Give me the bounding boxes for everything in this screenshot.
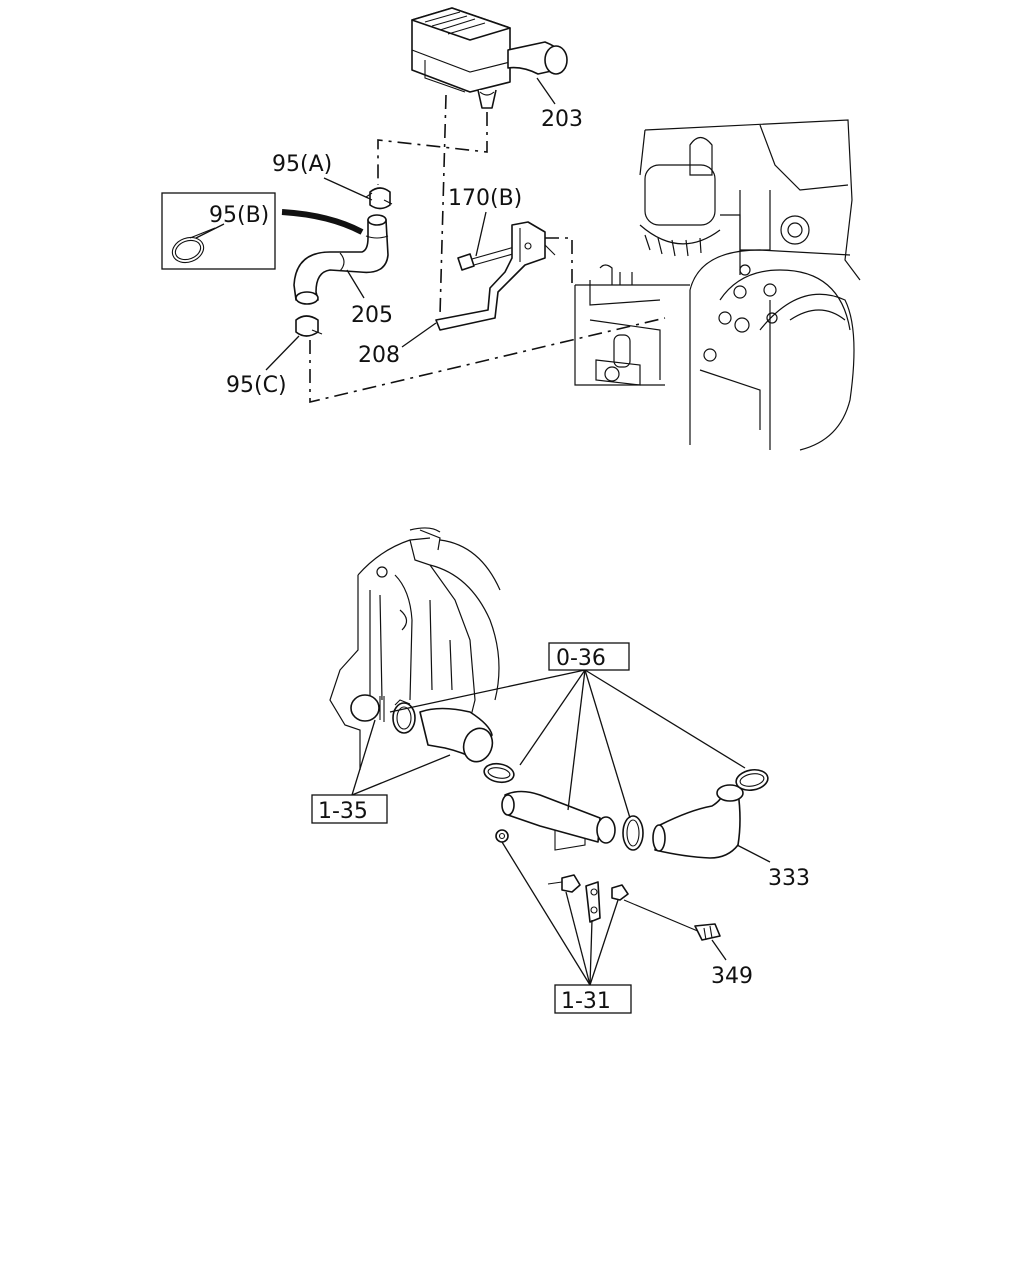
callout-131: 1-31 bbox=[561, 989, 611, 1014]
part-95a-clamp bbox=[364, 187, 393, 210]
top-exploded-view: 203 95(A) 95(B) bbox=[161, 7, 861, 451]
callout-box-131 bbox=[554, 984, 632, 1014]
callout-203: 203 bbox=[541, 107, 583, 132]
leader-clamp-to-engine bbox=[309, 317, 666, 404]
engine-housing-bottom bbox=[329, 527, 501, 770]
callout-135: 1-35 bbox=[318, 799, 368, 824]
hose-clamp-4 bbox=[735, 768, 769, 792]
part-203-canister bbox=[411, 7, 568, 109]
callout-170b: 170(B) bbox=[448, 186, 522, 211]
hose-clamp-3 bbox=[622, 815, 644, 851]
pipe-section-2 bbox=[501, 790, 616, 851]
callout-208: 208 bbox=[358, 343, 400, 368]
part-205-hose bbox=[293, 214, 389, 305]
nut-1 bbox=[495, 829, 509, 843]
callout-95c: 95(C) bbox=[226, 373, 287, 398]
part-333-hose bbox=[652, 784, 744, 859]
callout-205: 205 bbox=[351, 303, 393, 328]
callout-036: 0-36 bbox=[556, 646, 606, 671]
arrow-95b-to-hose bbox=[281, 209, 364, 235]
callout-95b: 95(B) bbox=[209, 203, 269, 228]
callout-95a: 95(A) bbox=[272, 152, 332, 177]
engine-block-top bbox=[574, 119, 861, 451]
callout-349: 349 bbox=[711, 964, 753, 989]
bottom-exploded-view: 0-36 1-35 333 349 1-31 bbox=[311, 527, 810, 1014]
callout-333: 333 bbox=[768, 866, 810, 891]
part-208-bracket bbox=[435, 221, 556, 331]
leader-bracket-to-engine bbox=[545, 237, 573, 283]
hose-clamp-2 bbox=[483, 762, 515, 784]
callout-box-135 bbox=[311, 794, 388, 824]
leader-canister-to-clamp bbox=[377, 112, 488, 185]
part-95b-box bbox=[161, 192, 276, 270]
clip-assembly bbox=[547, 874, 629, 923]
part-349-bolt bbox=[623, 899, 721, 941]
callout-box-036 bbox=[548, 642, 630, 671]
leader-canister-to-bracket bbox=[439, 94, 447, 316]
hose-section-1 bbox=[419, 707, 494, 763]
hose-clamp-1 bbox=[392, 699, 416, 734]
part-95c-clamp bbox=[295, 315, 323, 337]
